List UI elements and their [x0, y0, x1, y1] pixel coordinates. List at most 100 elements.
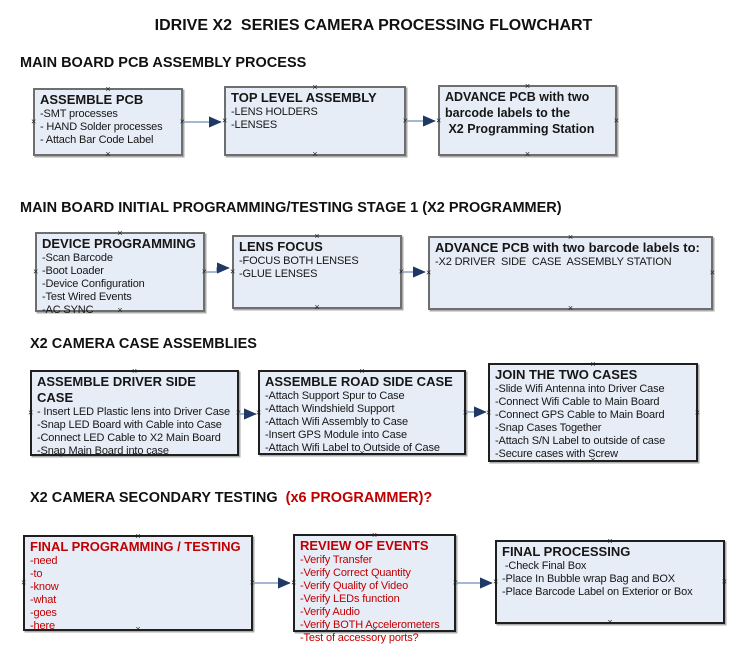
box-title: ASSEMBLE PCB [40, 92, 144, 107]
flow-box-assemble-driver-side-case: ASSEMBLE DRIVER SIDE CASE - Insert LED P… [28, 366, 241, 459]
connection-point-icon: × [235, 407, 241, 418]
connection-point-icon: × [709, 267, 715, 278]
flow-box-assemble-road-side-case: ASSEMBLE ROAD SIDE CASE -Attach Support … [256, 366, 468, 458]
box-item: - Insert LED Plastic lens into Driver Ca… [37, 406, 230, 418]
box-item: -Snap Main Board into case [37, 445, 169, 457]
box-item: -AC SYNC [42, 304, 94, 316]
box-item: -Attach Wifi Assembly to Case [265, 416, 408, 428]
box-item: -Verify Transfer [300, 554, 373, 566]
box-title: ASSEMBLE ROAD SIDE CASE [265, 374, 453, 389]
connection-point-icon: × [135, 624, 141, 634]
connection-point-icon: × [721, 576, 727, 587]
box-item: - Attach Bar Code Label [40, 134, 154, 146]
box-title: TOP LEVEL ASSEMBLY [231, 90, 377, 105]
connection-point-icon: × [567, 303, 574, 313]
flow-box-final-programming-testing: FINAL PROGRAMMING / TESTING -need-to-kno… [21, 531, 255, 634]
box-title: ADVANCE PCB with two barcode labels to: [435, 240, 700, 255]
box-title: FINAL PROCESSING [502, 544, 631, 559]
connection-point-icon: × [613, 115, 619, 125]
box-item: -Attach Windshield Support [265, 403, 395, 415]
connection-point-icon: × [314, 231, 320, 241]
page-title: IDRIVE X2 SERIES CAMERA PROCESSING FLOWC… [154, 17, 593, 34]
connection-point-icon: × [452, 577, 458, 588]
box-item: -Boot Loader [42, 265, 104, 277]
box-item: -Place In Bubble wrap Bag and BOX [502, 573, 675, 585]
connection-point-icon: × [590, 359, 596, 369]
box-item: -Check Final Box [502, 560, 587, 572]
heading-black-part: X2 CAMERA SECONDARY TESTING [30, 490, 282, 506]
box-item: -Place Barcode Label on Exterior or Box [502, 586, 693, 598]
box-item: -GLUE LENSES [239, 268, 318, 280]
box-item: - HAND Solder processes [40, 121, 163, 133]
box-title: LENS FOCUS [239, 239, 323, 254]
connection-point-icon: × [312, 82, 318, 92]
box-item: -Attach S/N Label to outside of case [495, 435, 666, 447]
connector-device-programming-to-lens-focus [205, 262, 230, 274]
connection-point-icon: × [105, 84, 111, 94]
connection-point-icon: × [524, 81, 531, 91]
connection-point-icon: × [31, 116, 37, 127]
connection-point-icon: × [131, 366, 138, 376]
section-heading-secondary-testing: X2 CAMERA SECONDARY TESTING (x6 PROGRAMM… [30, 490, 432, 506]
flow-box-lens-focus: LENS FOCUS -FOCUS BOTH LENSES-GLUE LENSE… [230, 231, 404, 312]
connection-point-icon: × [135, 531, 141, 541]
connection-point-icon: × [291, 577, 297, 588]
connection-point-icon: × [179, 116, 185, 127]
section-heading-pcb-assembly: MAIN BOARD PCB ASSEMBLY PROCESS [20, 55, 307, 71]
box-title: ASSEMBLE DRIVER SIDE CASE [37, 374, 200, 405]
box-title: JOIN THE TWO CASES [495, 367, 638, 382]
box-item: -Verify Correct Quantity [300, 567, 411, 579]
connection-point-icon: × [694, 407, 700, 417]
connection-point-icon: × [371, 625, 378, 635]
box-item: -Snap Cases Together [495, 422, 602, 434]
box-title: REVIEW OF EVENTS [300, 538, 429, 553]
box-item-list: -Attach Support Spur to Case-Attach Wind… [265, 390, 460, 455]
box-item-list: -Scan Barcode-Boot Loader-Device Configu… [42, 252, 199, 317]
box-item: -to [30, 568, 43, 580]
box-item: -Device Configuration [42, 278, 145, 290]
connection-point-icon: × [21, 577, 27, 588]
connection-point-icon: × [462, 407, 468, 417]
flow-box-final-processing: FINAL PROCESSING -Check Final Box-Place … [493, 536, 727, 627]
box-item-list: -X2 DRIVER SIDE CASE ASSEMBLY STATION [435, 256, 707, 269]
flow-box-assemble-pcb: ASSEMBLE PCB -SMT processes- HAND Solder… [31, 84, 185, 159]
box-item: -Connect LED Cable to X2 Main Board [37, 432, 221, 444]
connection-point-icon: × [590, 455, 596, 465]
connection-point-icon: × [426, 267, 432, 278]
flow-box-top-level-assembly: TOP LEVEL ASSEMBLY -LENS HOLDERS-LENSES … [222, 82, 408, 159]
box-item: -SMT processes [40, 108, 118, 120]
box-item-list: -Verify Transfer-Verify Correct Quantity… [300, 554, 450, 645]
section-heading-initial-programming: MAIN BOARD INITIAL PROGRAMMING/TESTING S… [20, 200, 562, 216]
connection-point-icon: × [486, 407, 492, 417]
connection-point-icon: × [312, 149, 318, 159]
connection-point-icon: × [567, 232, 574, 242]
connection-point-icon: × [131, 449, 138, 459]
connection-point-icon: × [359, 366, 365, 376]
box-item: ADVANCE PCB with two [445, 90, 590, 104]
connection-point-icon: × [230, 266, 236, 277]
box-item: -X2 DRIVER SIDE CASE ASSEMBLY STATION [435, 256, 672, 268]
box-item: -Verify Quality of Video [300, 580, 409, 592]
box-item: -LENS HOLDERS [231, 106, 318, 118]
connection-point-icon: × [105, 149, 111, 159]
connection-point-icon: × [28, 407, 34, 418]
heading-red-part: (x6 PROGRAMMER)? [281, 490, 433, 506]
box-item: -Connect Wifi Cable to Main Board [495, 396, 660, 408]
box-item-list: -FOCUS BOTH LENSES-GLUE LENSES [239, 255, 396, 281]
box-item: -goes [30, 607, 57, 619]
box-item: -here [30, 620, 55, 632]
connection-point-icon: × [33, 266, 39, 277]
box-item: -Test of accessory ports? [300, 632, 419, 644]
connection-point-icon: × [249, 577, 255, 588]
connection-point-icon: × [607, 536, 613, 546]
connection-point-icon: × [493, 576, 499, 587]
box-item-list: -LENS HOLDERS-LENSES [231, 106, 400, 132]
connection-point-icon: × [314, 302, 320, 312]
connection-point-icon: × [371, 530, 378, 540]
box-title: FINAL PROGRAMMING / TESTING [30, 539, 241, 554]
connection-point-icon: × [201, 266, 207, 277]
connection-point-icon: × [402, 115, 408, 126]
box-item-list: -Check Final Box-Place In Bubble wrap Ba… [502, 560, 719, 599]
